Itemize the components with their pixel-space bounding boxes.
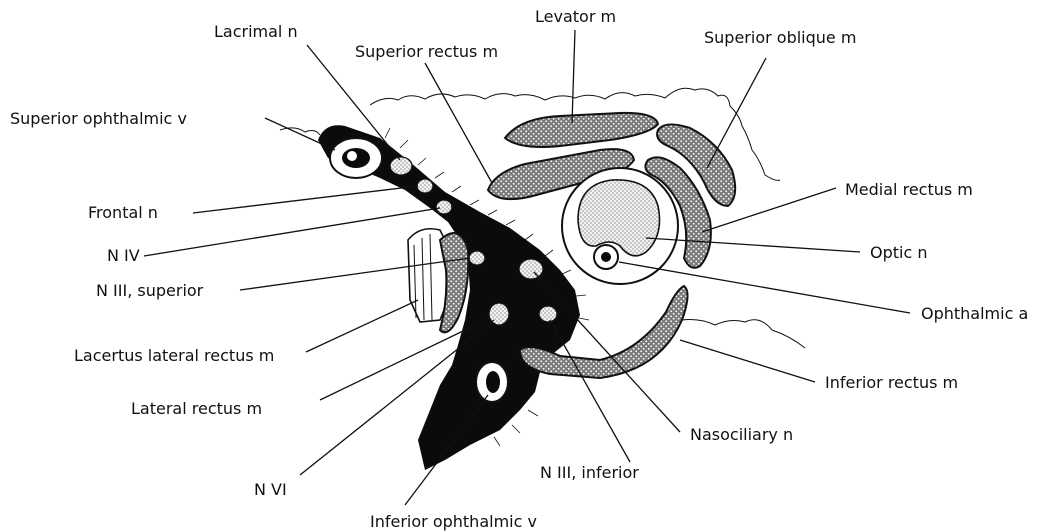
label-superior-rectus-m: Superior rectus m [355,42,498,61]
lacrimal-nerve [390,157,412,175]
n-iv [436,200,452,214]
label-lateral-rectus-m: Lateral rectus m [131,399,262,418]
label-n-iv: N IV [107,246,140,265]
label-superior-ophthalmic-v: Superior ophthalmic v [10,109,187,128]
label-levator-m: Levator m [535,7,616,26]
periorbita-outline-lower [682,320,805,348]
nasociliary-nerve [519,259,543,279]
label-n-iii-inferior: N III, inferior [540,463,639,482]
optic-nerve-group [562,168,678,284]
inferior-ophthalmic-vein [476,362,508,402]
frontal-nerve [417,179,433,193]
label-ophthalmic-a: Ophthalmic a [921,304,1028,323]
label-nasociliary-n: Nasociliary n [690,425,793,444]
label-lacertus-lateral-rectus-m: Lacertus lateral rectus m [74,346,274,365]
label-frontal-n: Frontal n [88,203,158,222]
optic-nerve [578,180,660,256]
label-lacrimal-n: Lacrimal n [214,22,298,41]
label-medial-rectus-m: Medial rectus m [845,180,973,199]
label-n-iii-superior: N III, superior [96,281,204,300]
label-inferior-rectus-m: Inferior rectus m [825,373,958,392]
label-superior-oblique-m: Superior oblique m [704,28,856,47]
label-inferior-ophthalmic-v: Inferior ophthalmic v [370,512,537,531]
label-n-vi: N VI [254,480,287,499]
label-optic-n: Optic n [870,243,928,262]
superior-ophthalmic-vein [330,138,382,178]
levator-muscle [505,113,658,147]
n-iii-superior [469,251,485,265]
n-iii-inferior [539,306,557,322]
